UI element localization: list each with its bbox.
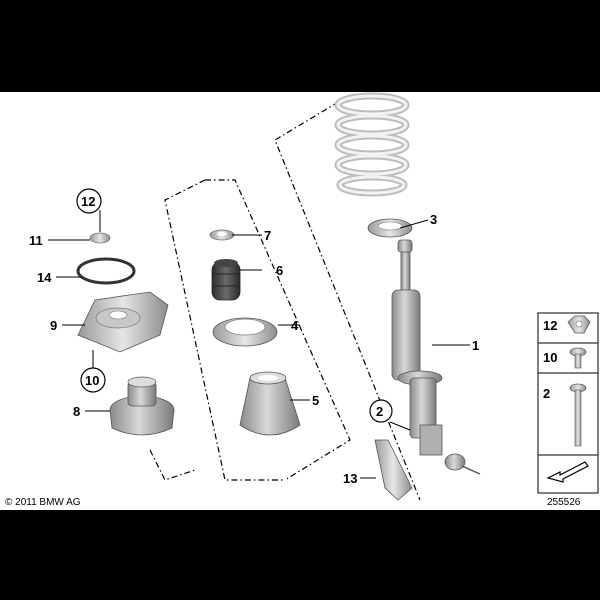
callout-12: 12 <box>81 194 95 209</box>
bump-stop-part <box>211 259 241 301</box>
dash-outline-left <box>149 449 196 481</box>
callout-labels: 1 2 3 4 5 6 7 8 9 10 11 12 13 14 <box>29 188 479 486</box>
dash-outline-middle-right <box>205 179 351 481</box>
callout-5: 5 <box>312 393 319 408</box>
callout-1: 1 <box>472 338 479 353</box>
drawing-number: 255526 <box>547 497 581 508</box>
callout-7: 7 <box>264 228 271 243</box>
legend-box: 12 10 2 <box>537 312 599 494</box>
spring-pad-part <box>367 218 413 238</box>
callout-3: 3 <box>430 212 437 227</box>
support-bearing-part <box>212 317 278 347</box>
protective-tube-part <box>239 371 301 436</box>
arrow-icon <box>546 461 589 483</box>
legend-label-10: 10 <box>543 350 557 365</box>
washer-part <box>209 229 235 241</box>
strut-mount-part <box>77 291 169 353</box>
mount-base-part <box>109 376 175 436</box>
callout-11: 11 <box>29 233 43 248</box>
callout-2: 2 <box>376 404 383 419</box>
nut-icon <box>567 315 591 334</box>
callout-9: 9 <box>50 318 57 333</box>
ring-part <box>76 257 136 285</box>
short-bolt-icon <box>569 347 587 369</box>
long-bolt-icon <box>569 383 587 447</box>
callout-4: 4 <box>291 318 299 333</box>
nut-part <box>89 232 111 244</box>
leader-lines <box>48 210 470 479</box>
dash-outline-middle <box>164 179 285 481</box>
callout-14: 14 <box>37 270 52 285</box>
bracket-part <box>374 439 413 501</box>
dashed-groupings <box>149 94 421 501</box>
copyright-text: © 2011 BMW AG <box>5 497 81 508</box>
dash-outline-strut <box>274 94 421 501</box>
callout-8: 8 <box>73 404 80 419</box>
shock-absorber-part <box>391 239 481 475</box>
legend-label-12: 12 <box>543 318 557 333</box>
callout-10: 10 <box>85 373 99 388</box>
callout-6: 6 <box>276 263 283 278</box>
callout-13: 13 <box>343 471 357 486</box>
legend-label-2: 2 <box>543 386 550 401</box>
